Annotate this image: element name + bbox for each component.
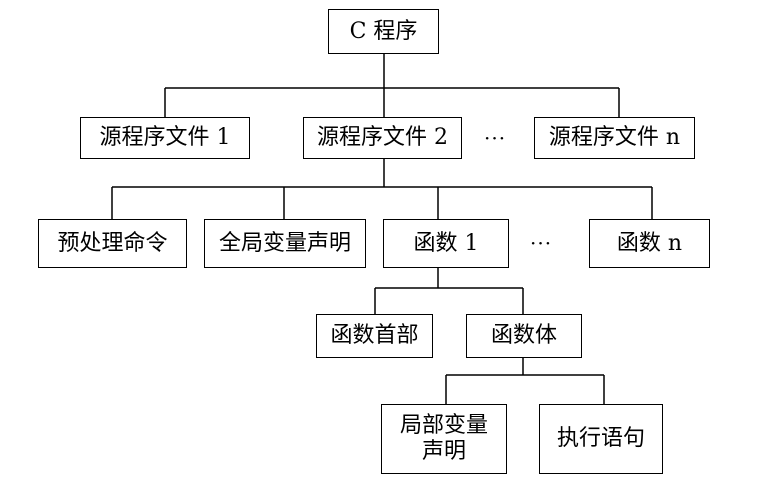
preprocessor-directives-node: 预处理命令 [38,219,187,268]
source-file-2-node: 源程序文件 2 [303,117,462,159]
functions-ellipsis: ··· [530,231,553,255]
node-label: 函数体 [490,323,557,348]
node-label: 局部变量声明 [399,413,488,464]
source-files-ellipsis: ··· [484,126,507,150]
node-label: 函数 1 [413,230,479,256]
root-node-c-program: C 程序 [328,9,439,54]
node-label: 执行语句 [556,426,645,451]
node-label: 全局变量声明 [218,230,351,256]
source-file-1-node: 源程序文件 1 [80,117,250,159]
node-label: 函数首部 [330,323,419,348]
node-label: 函数 n [616,230,683,256]
function-n-node: 函数 n [589,219,710,268]
function-body-node: 函数体 [466,314,582,358]
node-label: C 程序 [349,18,418,44]
executable-statements-node: 执行语句 [539,404,663,474]
node-label: 预处理命令 [57,230,168,256]
node-label: 源程序文件 1 [99,125,231,150]
global-variable-declaration-node: 全局变量声明 [204,219,366,268]
node-label: 源程序文件 2 [317,125,448,150]
function-1-node: 函数 1 [383,219,509,268]
node-label: 源程序文件 n [548,125,681,150]
source-file-n-node: 源程序文件 n [534,117,695,159]
function-header-node: 函数首部 [316,314,433,358]
local-variable-declaration-node: 局部变量声明 [381,404,507,474]
